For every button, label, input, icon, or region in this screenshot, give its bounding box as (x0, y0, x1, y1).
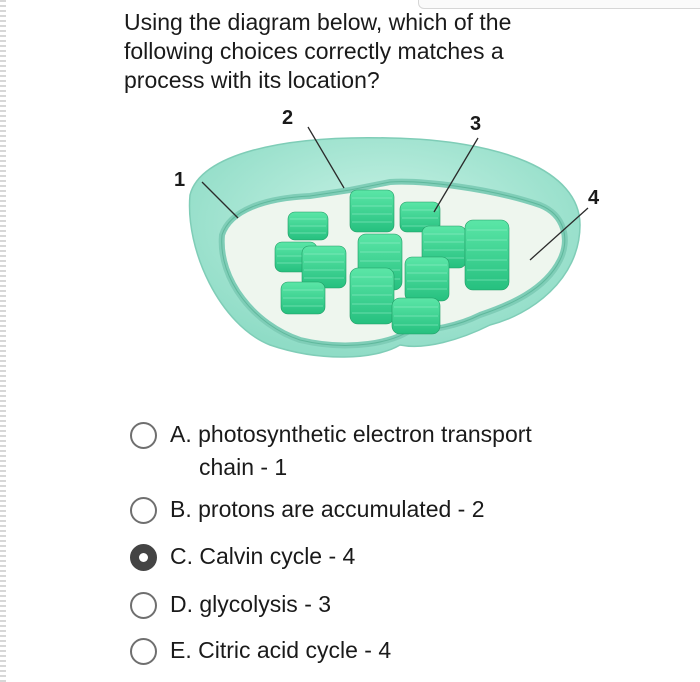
choice-b-label: B. protons are accumulated - 2 (170, 493, 590, 526)
choice-d-text: glycolysis - 3 (199, 591, 332, 617)
choice-e-label: E. Citric acid cycle - 4 (170, 634, 590, 667)
label-lines (201, 126, 589, 261)
choice-e-letter: E. (170, 637, 192, 663)
diagram-label-2: 2 (282, 107, 293, 129)
choice-e-text: Citric acid cycle - 4 (198, 637, 392, 663)
choice-a-radio[interactable] (130, 422, 157, 449)
grana-stacks (274, 189, 510, 335)
chloroplast-diagram: 1 2 3 4 (174, 107, 600, 358)
choice-d-radio[interactable] (130, 592, 157, 619)
choice-b-letter: B. (170, 496, 192, 522)
choice-c-letter: C. (170, 543, 193, 569)
choice-b-radio[interactable] (130, 497, 157, 524)
choice-a-label: A. photosynthetic electron transport cha… (170, 418, 580, 484)
choice-e-radio[interactable] (130, 638, 157, 665)
choice-a-text-line1: photosynthetic electron transport (198, 421, 532, 447)
choice-d-letter: D. (170, 591, 193, 617)
question-text: Using the diagram below, which of the fo… (124, 9, 512, 93)
choice-a-letter: A. (170, 421, 192, 447)
choice-c-label: C. Calvin cycle - 4 (170, 540, 590, 573)
left-edge-border (0, 0, 6, 682)
choice-c-radio[interactable] (130, 544, 157, 571)
diagram-label-1: 1 (174, 169, 185, 191)
choice-d-label: D. glycolysis - 3 (170, 588, 590, 621)
choice-b-text: protons are accumulated - 2 (198, 496, 485, 522)
choice-c-text: Calvin cycle - 4 (199, 543, 356, 569)
top-tab (418, 0, 700, 9)
choice-a-text-line2: chain - 1 (199, 454, 288, 480)
diagram-label-4: 4 (588, 187, 600, 209)
diagram-label-3: 3 (470, 113, 481, 135)
